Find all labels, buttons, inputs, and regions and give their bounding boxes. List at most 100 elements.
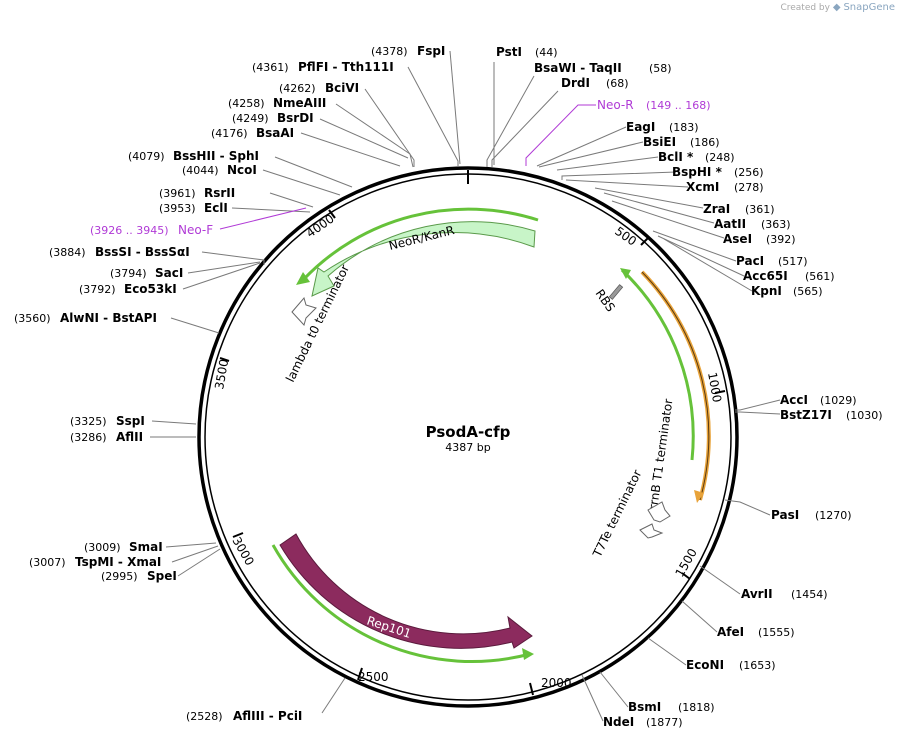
site-bsssi-name: BssSI - BssSαI <box>95 245 190 259</box>
site-eco53ki-pos: (3792) <box>79 283 116 296</box>
site-fspi-pos: (4378) <box>371 45 408 58</box>
tick-3500: 3500 <box>212 358 231 391</box>
site-paci-name: PacI <box>736 254 764 268</box>
site-saci-pos: (3794) <box>110 267 147 280</box>
site-pasi-pos: (1270) <box>815 509 852 522</box>
site-bsawi-pos: (58) <box>649 62 672 75</box>
site-eagi-name: EagI <box>626 120 655 134</box>
t7te-terminator-label: T7Te terminator <box>590 468 645 561</box>
leader-lines <box>150 50 781 722</box>
site-pasi-name: PasI <box>771 508 799 522</box>
site-eco53ki-name: Eco53kI <box>124 282 177 296</box>
site-nmeaiii-name: NmeAIII <box>273 96 326 110</box>
rep101-label: Rep101 <box>365 614 413 641</box>
site-bstz17i-name: BstZ17I <box>780 408 832 422</box>
site-alwni-name: AlwNI - BstAPI <box>60 311 157 325</box>
tick-2000: 2000 <box>541 676 572 690</box>
site-ncoi-name: NcoI <box>227 163 257 177</box>
site-acc65i-pos: (561) <box>805 270 835 283</box>
site-bcivi-pos: (4262) <box>279 82 316 95</box>
site-psti-pos: (44) <box>535 46 558 59</box>
primer-neor-pos: (149 .. 168) <box>646 99 711 112</box>
site-bsrdi-name: BsrDI <box>277 111 314 125</box>
site-pflfi-pos: (4361) <box>252 61 289 74</box>
site-paci-pos: (517) <box>778 255 808 268</box>
site-aatii-pos: (363) <box>761 218 791 231</box>
created-by-text: Created by <box>780 3 830 13</box>
site-ndei-pos: (1877) <box>646 716 683 729</box>
site-kpni-pos: (565) <box>793 285 823 298</box>
site-aflii-pos: (3286) <box>70 431 107 444</box>
snapgene-brand: SnapGene <box>843 2 895 13</box>
rep101-arrow <box>279 533 533 649</box>
rbs-feature <box>608 284 624 300</box>
site-asei-pos: (392) <box>766 233 796 246</box>
site-afei-name: AfeI <box>717 625 744 639</box>
site-tspmi-name: TspMI - XmaI <box>75 555 161 569</box>
site-saci-name: SacI <box>155 266 183 280</box>
tick-1000: 1000 <box>705 371 724 404</box>
site-sspi-name: SspI <box>116 414 145 428</box>
tick-marks <box>219 209 726 696</box>
site-kpni-name: KpnI <box>751 284 782 298</box>
site-acc65i-name: Acc65I <box>743 269 788 283</box>
site-zrai-pos: (361) <box>745 203 775 216</box>
site-xcmi-name: XcmI <box>686 180 719 194</box>
site-afliii-pos: (2528) <box>186 710 223 723</box>
site-eagi-pos: (183) <box>669 121 699 134</box>
site-bsphi-name: BspHI * <box>672 165 723 179</box>
tick-3000: 3000 <box>229 535 256 568</box>
site-ecli-name: EclI <box>204 201 228 215</box>
site-tspmi-pos: (3007) <box>29 556 66 569</box>
t7te-terminator-icon <box>639 523 664 539</box>
site-bsaai-name: BsaAI <box>256 126 294 140</box>
site-acci-pos: (1029) <box>820 394 857 407</box>
site-bcli-pos: (248) <box>705 151 735 164</box>
neor-green-track-arrowhead <box>296 272 310 285</box>
site-econi-name: EcoNI <box>686 658 724 672</box>
tick-4000: 4000 <box>304 211 337 240</box>
backbone-outer <box>197 166 739 708</box>
tick-2500: 2500 <box>358 670 389 684</box>
site-bsaai-pos: (4176) <box>211 127 248 140</box>
site-pflfi-name: PflFI - Tth111I <box>298 60 394 74</box>
site-avrii-name: AvrII <box>741 587 773 601</box>
lambda-terminator-icon <box>291 296 317 326</box>
rrnb-orange-arrowhead <box>694 490 704 503</box>
site-drdi-pos: (68) <box>606 77 629 90</box>
site-bcli-name: BclI * <box>658 150 694 164</box>
rbs-green-track <box>620 268 695 461</box>
primer-neor-name: Neo-R <box>597 98 634 112</box>
tick-1500: 1500 <box>672 546 699 579</box>
rep101-green-track-arrowhead <box>522 648 534 660</box>
site-spei-name: SpeI <box>147 569 177 583</box>
site-asei-name: AseI <box>723 232 752 246</box>
site-drdi-name: DrdI <box>561 76 590 90</box>
site-ncoi-pos: (4044) <box>182 164 219 177</box>
site-bsmi-pos: (1818) <box>678 701 715 714</box>
sites-left: (4378) FspI (4361) PflFI - Tth111I (4262… <box>14 44 445 723</box>
neor-kanr-arrow <box>311 221 536 297</box>
site-afliii-name: AflIII - PciI <box>233 709 302 723</box>
sites-right: PstI (44) BsaWI - TaqII (58) DrdI (68) N… <box>496 45 883 729</box>
site-ndei-name: NdeI <box>603 715 634 729</box>
site-fspi-name: FspI <box>417 44 445 58</box>
site-avrii-pos: (1454) <box>791 588 828 601</box>
site-rsrii-pos: (3961) <box>159 187 196 200</box>
snapgene-credit: Created by ◆ SnapGene <box>780 2 895 13</box>
site-bcivi-name: BciVI <box>325 81 359 95</box>
site-aatii-name: AatII <box>714 217 746 231</box>
site-bsawi-name: BsaWI - TaqII <box>534 61 622 75</box>
site-psti-name: PstI <box>496 45 522 59</box>
site-smai-pos: (3009) <box>84 541 121 554</box>
site-bsphi-pos: (256) <box>734 166 764 179</box>
snapgene-logo-icon: ◆ <box>832 2 841 13</box>
site-econi-pos: (1653) <box>739 659 776 672</box>
site-bsiei-name: BsiEI <box>643 135 676 149</box>
site-bsshii-name: BssHII - SphI <box>173 149 259 163</box>
site-acci-name: AccI <box>780 393 808 407</box>
site-sspi-pos: (3325) <box>70 415 107 428</box>
site-bsshii-pos: (4079) <box>128 150 165 163</box>
site-rsrii-name: RsrII <box>204 186 235 200</box>
